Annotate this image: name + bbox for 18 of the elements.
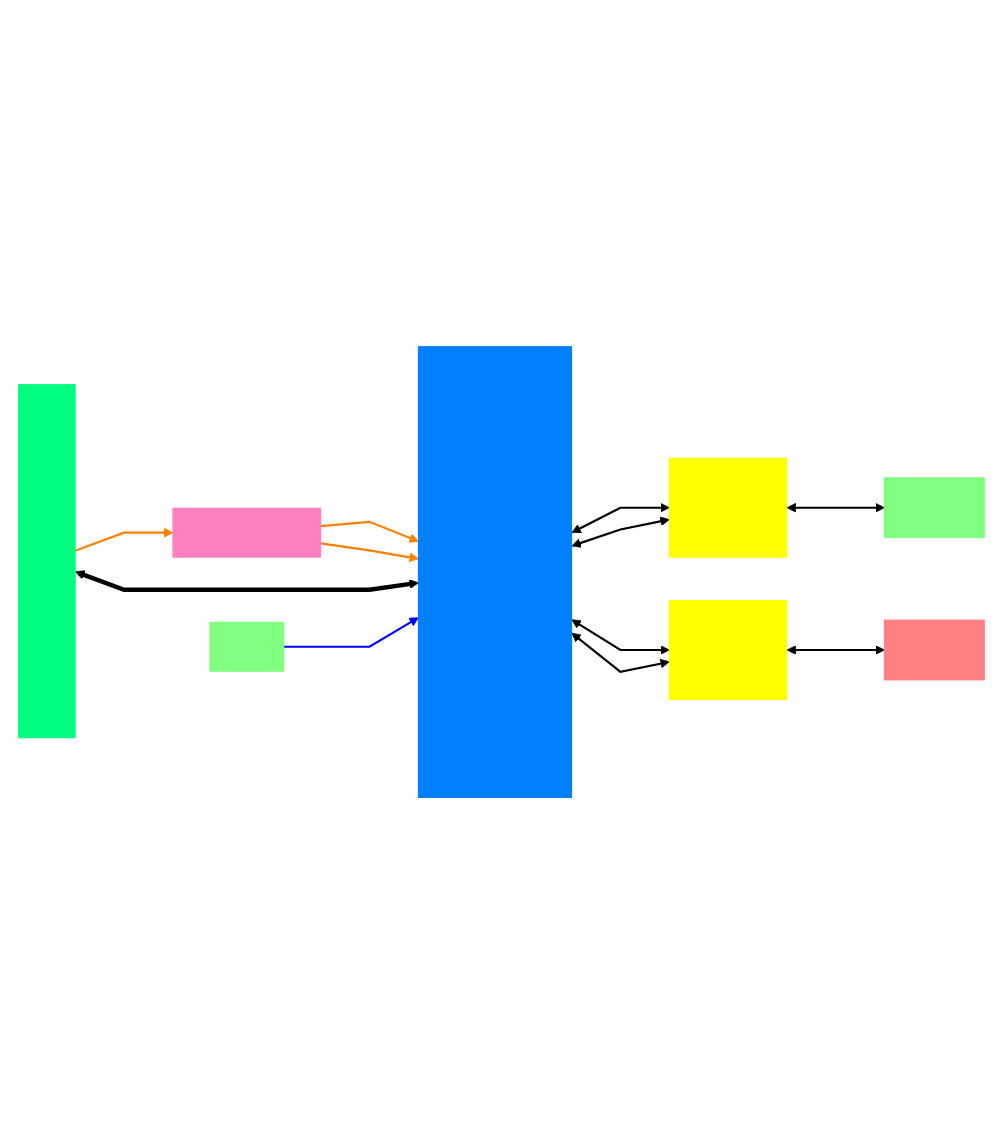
arrow bbox=[786, 503, 885, 513]
arrow bbox=[571, 633, 670, 674]
arrow bbox=[320, 521, 419, 544]
arrow bbox=[571, 619, 670, 656]
node-box bbox=[172, 508, 322, 559]
arrow bbox=[571, 517, 670, 549]
node-box bbox=[18, 384, 76, 739]
arrow bbox=[786, 645, 885, 656]
arrow bbox=[320, 542, 419, 563]
node-box bbox=[883, 620, 985, 681]
node-box bbox=[668, 458, 788, 559]
node-box bbox=[209, 622, 285, 673]
arrow bbox=[571, 503, 670, 534]
arrow bbox=[75, 570, 419, 593]
arrow bbox=[283, 617, 419, 649]
node-box bbox=[883, 477, 985, 539]
node-box bbox=[417, 346, 573, 799]
node-box bbox=[668, 600, 788, 701]
